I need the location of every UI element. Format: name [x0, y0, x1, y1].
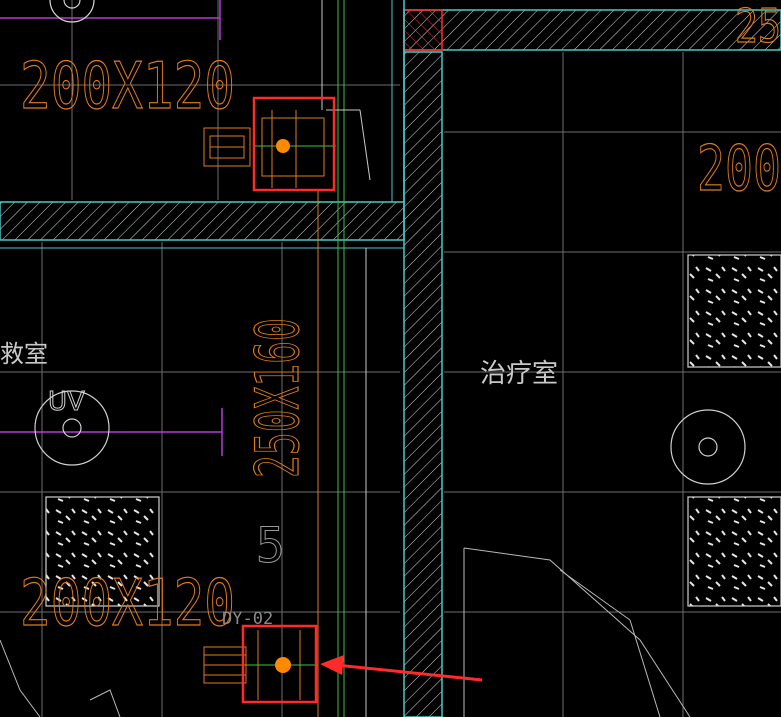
highlight-box-bottom [241, 624, 318, 704]
equipment-tag: DY-02 [222, 609, 273, 629]
wall-horizontal-top [403, 9, 781, 51]
equipment-top [203, 96, 336, 192]
equipment-bottom [203, 624, 318, 704]
diffuser-top [49, 0, 95, 23]
room-name-left: 救室 [0, 340, 48, 368]
light-panel-left [45, 496, 160, 607]
vertical-pipes [317, 0, 371, 717]
column-marker [403, 9, 443, 51]
duct-size-label-vertical: 250X160 [243, 318, 313, 478]
duct-size-label-top-right: 25 [735, 0, 781, 53]
duct-size-label-bottom: 200X120 [20, 567, 235, 641]
diffuser-uv [34, 390, 110, 466]
room-name-treatment: 治疗室 [480, 359, 558, 389]
furniture-outlines [0, 547, 691, 717]
diffuser-right [670, 409, 746, 485]
light-panels [45, 254, 781, 607]
magenta-lines [0, 0, 223, 456]
round-diffusers [34, 0, 746, 485]
wall-horizontal-left [0, 201, 405, 241]
light-panel-right-top [687, 254, 781, 368]
duct-size-label-right: 200 [697, 132, 781, 205]
uv-tag: UV [48, 387, 85, 417]
red-arrow [320, 655, 483, 682]
equipment-point-bottom [275, 657, 291, 673]
number-mark: 5 [256, 518, 285, 574]
equipment-point-top [276, 139, 290, 153]
light-panel-right-bottom [687, 496, 781, 607]
highlight-box-top [252, 96, 336, 192]
wall-vertical [403, 51, 443, 717]
duct-size-label-top: 200X120 [20, 50, 235, 124]
